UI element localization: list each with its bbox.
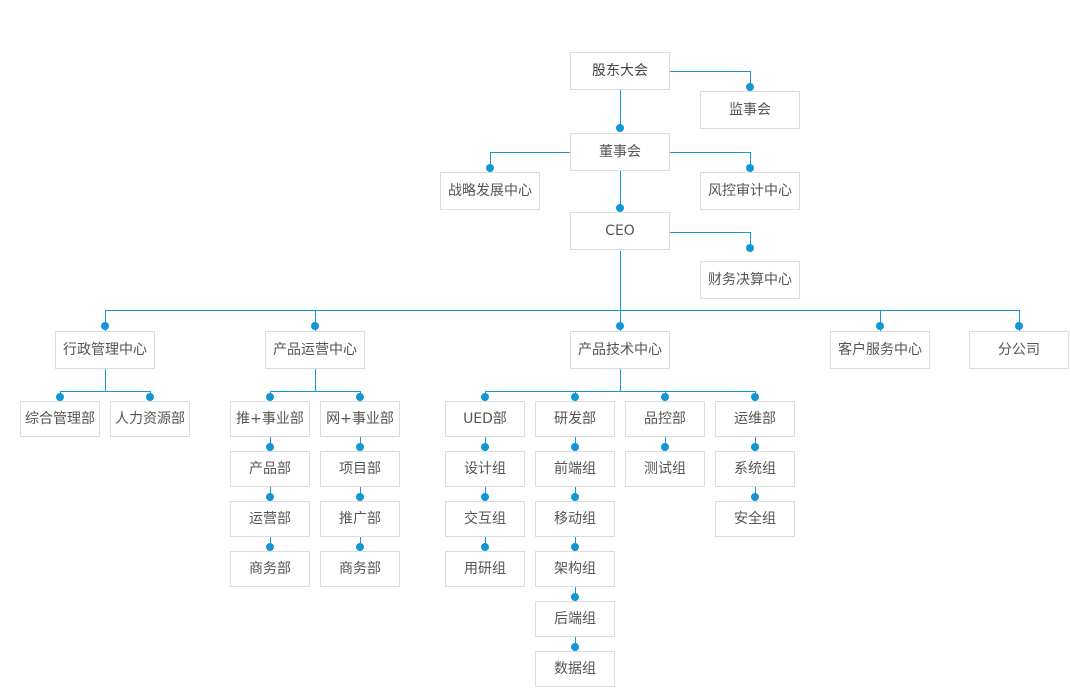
connector-dot-branch-company <box>1015 322 1023 330</box>
node-board-of-directors[interactable]: 董事会 <box>570 133 670 171</box>
connector-dot-product-dept <box>266 443 274 451</box>
connector-dot-mobile-group <box>571 493 579 501</box>
node-supervisory-board[interactable]: 监事会 <box>700 91 800 129</box>
connector-board-risk-v <box>750 152 751 172</box>
connector-dot-rd-dept <box>571 393 579 401</box>
connector-dot-interaction-group <box>481 493 489 501</box>
connector-dot-user-research-group <box>481 543 489 551</box>
node-architecture-group[interactable]: 架构组 <box>535 551 615 587</box>
connector-dot-ceo <box>616 204 624 212</box>
connector-ceo-finance-h <box>670 232 750 233</box>
connector-dot-backend-group <box>571 593 579 601</box>
node-hr-dept[interactable]: 人力资源部 <box>110 401 190 437</box>
node-qa-dept[interactable]: 品控部 <box>625 401 705 437</box>
connector-dot-business-dept-b <box>356 543 364 551</box>
node-project-dept[interactable]: 项目部 <box>320 451 400 487</box>
connector-dot-general-admin-dept <box>56 393 64 401</box>
connector-bus-branch <box>1019 310 1020 331</box>
connector-dot-risk <box>746 164 754 172</box>
connector-dot-security-group <box>751 493 759 501</box>
node-finance-settlement-center[interactable]: 财务决算中心 <box>700 261 800 299</box>
connector-shareholders-supervisory-h <box>670 71 750 72</box>
connector-dot-test-group <box>661 443 669 451</box>
node-business-dept-a[interactable]: 商务部 <box>230 551 310 587</box>
connector-board-strategy-v <box>490 152 491 172</box>
connector-board-strategy-h <box>490 152 570 153</box>
node-strategy-development-center[interactable]: 战略发展中心 <box>440 172 540 210</box>
node-promotion-dept[interactable]: 推广部 <box>320 501 400 537</box>
connector-dot-product-tech-center <box>616 322 624 330</box>
node-backend-group[interactable]: 后端组 <box>535 601 615 637</box>
node-product-dept[interactable]: 产品部 <box>230 451 310 487</box>
connector-dot-operations-dept <box>266 493 274 501</box>
node-data-group[interactable]: 数据组 <box>535 651 615 687</box>
connector-level3-bus <box>105 310 1020 311</box>
connector-product-tech-stem <box>620 369 621 391</box>
connector-dot-frontend-group <box>571 443 579 451</box>
node-mobile-group[interactable]: 移动组 <box>535 501 615 537</box>
connector-dot-ued-dept <box>481 393 489 401</box>
node-ceo[interactable]: CEO <box>570 212 670 250</box>
connector-dot-admin-center <box>101 322 109 330</box>
connector-bus-product-ops <box>315 310 316 331</box>
node-shareholders-meeting[interactable]: 股东大会 <box>570 52 670 90</box>
connector-product-ops-stem <box>315 369 316 391</box>
connector-dot-architecture-group <box>571 543 579 551</box>
node-general-admin-dept[interactable]: 综合管理部 <box>20 401 100 437</box>
connector-ceo-bus-stem <box>620 251 621 311</box>
node-admin-management-center[interactable]: 行政管理中心 <box>55 331 155 369</box>
node-ued-dept[interactable]: UED部 <box>445 401 525 437</box>
connector-dot-promotion-dept <box>356 493 364 501</box>
connector-board-risk-h <box>670 152 750 153</box>
connector-dot-tui-business-unit <box>266 393 274 401</box>
connector-dot-business-dept-a <box>266 543 274 551</box>
node-customer-service-center[interactable]: 客户服务中心 <box>830 331 930 369</box>
node-tui-business-unit[interactable]: 推+事业部 <box>230 401 310 437</box>
connector-product-ops-bus <box>270 391 360 392</box>
connector-dot-wang-business-unit <box>356 393 364 401</box>
node-user-research-group[interactable]: 用研组 <box>445 551 525 587</box>
node-design-group[interactable]: 设计组 <box>445 451 525 487</box>
node-product-technology-center[interactable]: 产品技术中心 <box>570 331 670 369</box>
connector-dot-system-group <box>751 443 759 451</box>
connector-dot-design-group <box>481 443 489 451</box>
connector-admin-bus <box>60 391 150 392</box>
node-interaction-group[interactable]: 交互组 <box>445 501 525 537</box>
connector-dot-product-ops-center <box>311 322 319 330</box>
node-frontend-group[interactable]: 前端组 <box>535 451 615 487</box>
node-product-operations-center[interactable]: 产品运营中心 <box>265 331 365 369</box>
node-test-group[interactable]: 测试组 <box>625 451 705 487</box>
connector-dot-project-dept <box>356 443 364 451</box>
connector-dot-ops-maint-dept <box>751 393 759 401</box>
connector-ceo-finance-v <box>750 232 751 252</box>
connector-dot-finance <box>746 244 754 252</box>
connector-dot-qa-dept <box>661 393 669 401</box>
connector-dot-hr-dept <box>146 393 154 401</box>
connector-bus-admin <box>105 310 106 331</box>
node-wang-business-unit[interactable]: 网+事业部 <box>320 401 400 437</box>
node-security-group[interactable]: 安全组 <box>715 501 795 537</box>
connector-bus-product-tech <box>620 310 621 331</box>
connector-dot-strategy <box>486 164 494 172</box>
node-branch-company[interactable]: 分公司 <box>969 331 1069 369</box>
connector-board-ceo <box>620 171 621 212</box>
connector-product-tech-bus <box>485 391 755 392</box>
connector-dot-board <box>616 124 624 132</box>
connector-admin-stem <box>105 369 106 391</box>
connector-shareholders-board <box>620 90 621 132</box>
node-system-group[interactable]: 系统组 <box>715 451 795 487</box>
connector-shareholders-supervisory-v <box>750 71 751 91</box>
connector-bus-customer-service <box>880 310 881 331</box>
node-rd-dept[interactable]: 研发部 <box>535 401 615 437</box>
connector-dot-data-group <box>571 643 579 651</box>
node-business-dept-b[interactable]: 商务部 <box>320 551 400 587</box>
node-risk-audit-center[interactable]: 风控审计中心 <box>700 172 800 210</box>
node-ops-maintenance-dept[interactable]: 运维部 <box>715 401 795 437</box>
connector-dot-customer-service-center <box>876 322 884 330</box>
connector-dot-supervisory <box>746 83 754 91</box>
node-operations-dept[interactable]: 运营部 <box>230 501 310 537</box>
